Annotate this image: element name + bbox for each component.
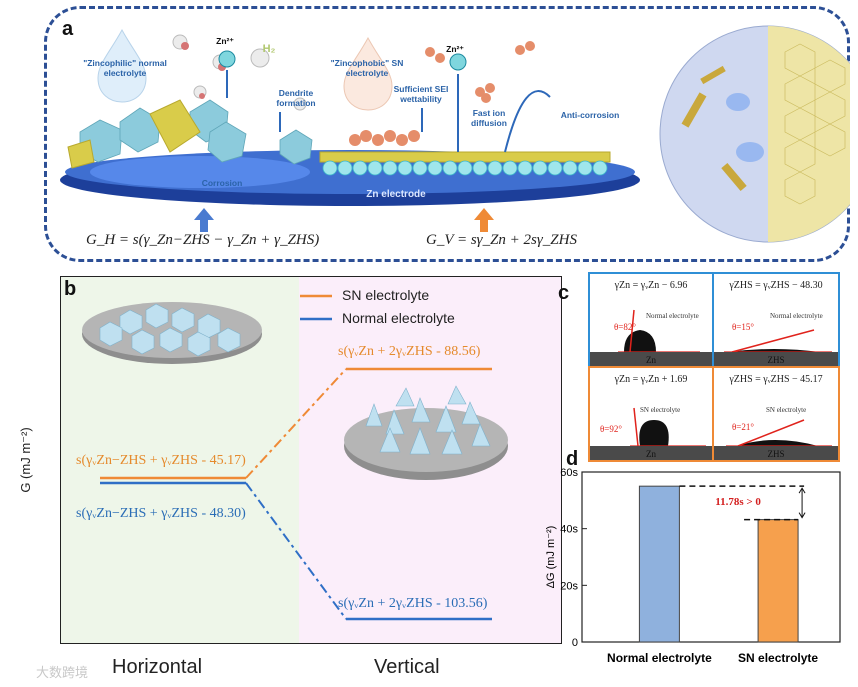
y-tick-label: 40s	[560, 524, 578, 536]
panel-d-letter: d	[566, 448, 579, 470]
cell-2-angle: θ=15°	[732, 322, 754, 332]
cell-1-equation: γZn = γᵥZn − 6.96	[614, 280, 688, 291]
cell-1-angle: θ=82°	[614, 322, 636, 332]
sei-layer	[319, 151, 611, 163]
blue-connector	[245, 482, 347, 620]
anti-corrosion-label: Anti-corrosion	[560, 110, 620, 120]
x-category-label: Normal electrolyte	[607, 651, 712, 665]
flat-platelets	[99, 303, 241, 357]
orange-horizontal-formula: s(γᵥZn−ZHS + γᵥZHS - 45.17)	[76, 453, 246, 468]
orange-connector	[245, 368, 347, 479]
cell-3-sub: SN electrolyte	[640, 406, 681, 414]
y-tick-label: 0	[572, 637, 578, 649]
bar-sn	[757, 519, 799, 643]
left-droplet-icon	[97, 28, 147, 103]
zn-sphere-row	[322, 160, 608, 176]
zincophobic-label: "Zincophobic" SN electrolyte	[330, 58, 404, 78]
anti-corrosion-arrow	[504, 90, 551, 153]
yellow-slab-left-2	[67, 139, 95, 169]
x-category-label: SN electrolyte	[738, 651, 818, 665]
dendrite-crystals-left	[79, 99, 313, 165]
panel-b-letter: b	[64, 278, 77, 300]
cell-4-angle: θ=21°	[732, 422, 754, 432]
corrosion-label: Corrosion	[201, 178, 243, 188]
panel-b-illustration	[82, 294, 508, 621]
cell-2-equation: γZHS = γᵥZHS − 48.30	[729, 280, 823, 291]
fast-ion-label: Fast ion diffusion	[471, 108, 507, 128]
contact-angle-cell-4: γZHS = γᵥZHS − 45.17 SN electrolyte θ=21…	[712, 366, 840, 462]
right-droplet-icon	[343, 36, 393, 111]
panel-a-letter: a	[62, 18, 74, 40]
delta-annotation: 11.78s > 0	[715, 496, 761, 508]
cell-4-substrate: ZHS	[767, 449, 785, 459]
cell-3-equation: γZn = γᵥZn + 1.69	[614, 374, 688, 385]
cell-3-angle: θ=92°	[600, 424, 622, 434]
blue-up-arrow-icon	[194, 208, 214, 232]
cell-4-sub: SN electrolyte	[766, 406, 807, 414]
blue-horizontal-formula: s(γᵥZn−ZHS + γᵥZHS - 48.30)	[76, 506, 246, 521]
yellow-slab-left	[149, 99, 201, 153]
electrode-label: Zn electrode	[366, 189, 426, 200]
cell-1-sub: Normal electrolyte	[646, 312, 699, 320]
cell-2-sub: Normal electrolyte	[770, 312, 823, 320]
orange-vertical-formula: s(γᵥZn + 2γᵥZHS - 88.56)	[338, 344, 481, 359]
delta-arrow-head-bottom	[798, 512, 806, 519]
sn-molecule-clusters	[349, 41, 535, 146]
contact-angle-cell-1: γZn = γᵥZn − 6.96 Normal electrolyte θ=8…	[588, 272, 714, 368]
panel-c-letter: c	[558, 282, 570, 304]
delta-arrow-head-top	[798, 487, 806, 494]
zn-ion-left-icon	[218, 50, 236, 68]
equation-horizontal: G_H = s(γ_Zn−ZHS − γ_Zn + γ_ZHS)	[86, 232, 320, 248]
zn-ion-label-right: Zn²⁺	[446, 44, 464, 54]
plot-frame	[581, 471, 841, 643]
y-tick-label: 20s	[560, 580, 578, 592]
cell-3-substrate: Zn	[646, 449, 656, 459]
cell-4-equation: γZHS = γᵥZHS − 45.17	[729, 374, 823, 385]
cell-1-substrate: Zn	[646, 355, 656, 365]
panel-b-y-label: G (mJ m⁻²)	[18, 427, 33, 493]
cell-2-substrate: ZHS	[767, 355, 785, 365]
dendrite-label: Dendrite formation	[276, 88, 316, 108]
contact-angle-cell-2: γZHS = γᵥZHS − 48.30 Normal electrolyte …	[712, 272, 840, 368]
sei-label: Sufficient SEI wettability	[393, 84, 449, 104]
zn-ion-label-left: Zn²⁺	[216, 36, 234, 46]
bar-normal	[638, 485, 680, 643]
zn-ion-right-icon	[449, 53, 467, 71]
contact-angle-cell-3: γZn = γᵥZn + 1.69 SN electrolyte θ=92° Z…	[588, 366, 714, 462]
standing-platelets	[365, 385, 491, 455]
equation-vertical: G_V = sγ_Zn + 2sγ_ZHS	[426, 232, 577, 248]
y-tick-label: 60s	[560, 467, 578, 479]
legend-sn-label: SN electrolyte	[342, 287, 430, 303]
blue-vertical-formula: s(γᵥZn + 2γᵥZHS - 103.56)	[338, 596, 488, 611]
orange-up-arrow-icon	[474, 208, 494, 232]
legend-normal-label: Normal electrolyte	[342, 310, 455, 326]
zincophilic-label: "Zincophilic" normal electrolyte	[83, 58, 167, 78]
panel-a-illustration	[60, 25, 850, 243]
x-label-horizontal: Horizontal	[112, 656, 203, 678]
watermark: 大数跨境	[36, 665, 89, 680]
equation-arrows	[194, 208, 494, 232]
h2-label: H₂	[262, 43, 276, 55]
x-label-vertical: Vertical	[374, 656, 440, 678]
y-axis-label: ΔG (mJ m⁻²)	[545, 526, 557, 589]
